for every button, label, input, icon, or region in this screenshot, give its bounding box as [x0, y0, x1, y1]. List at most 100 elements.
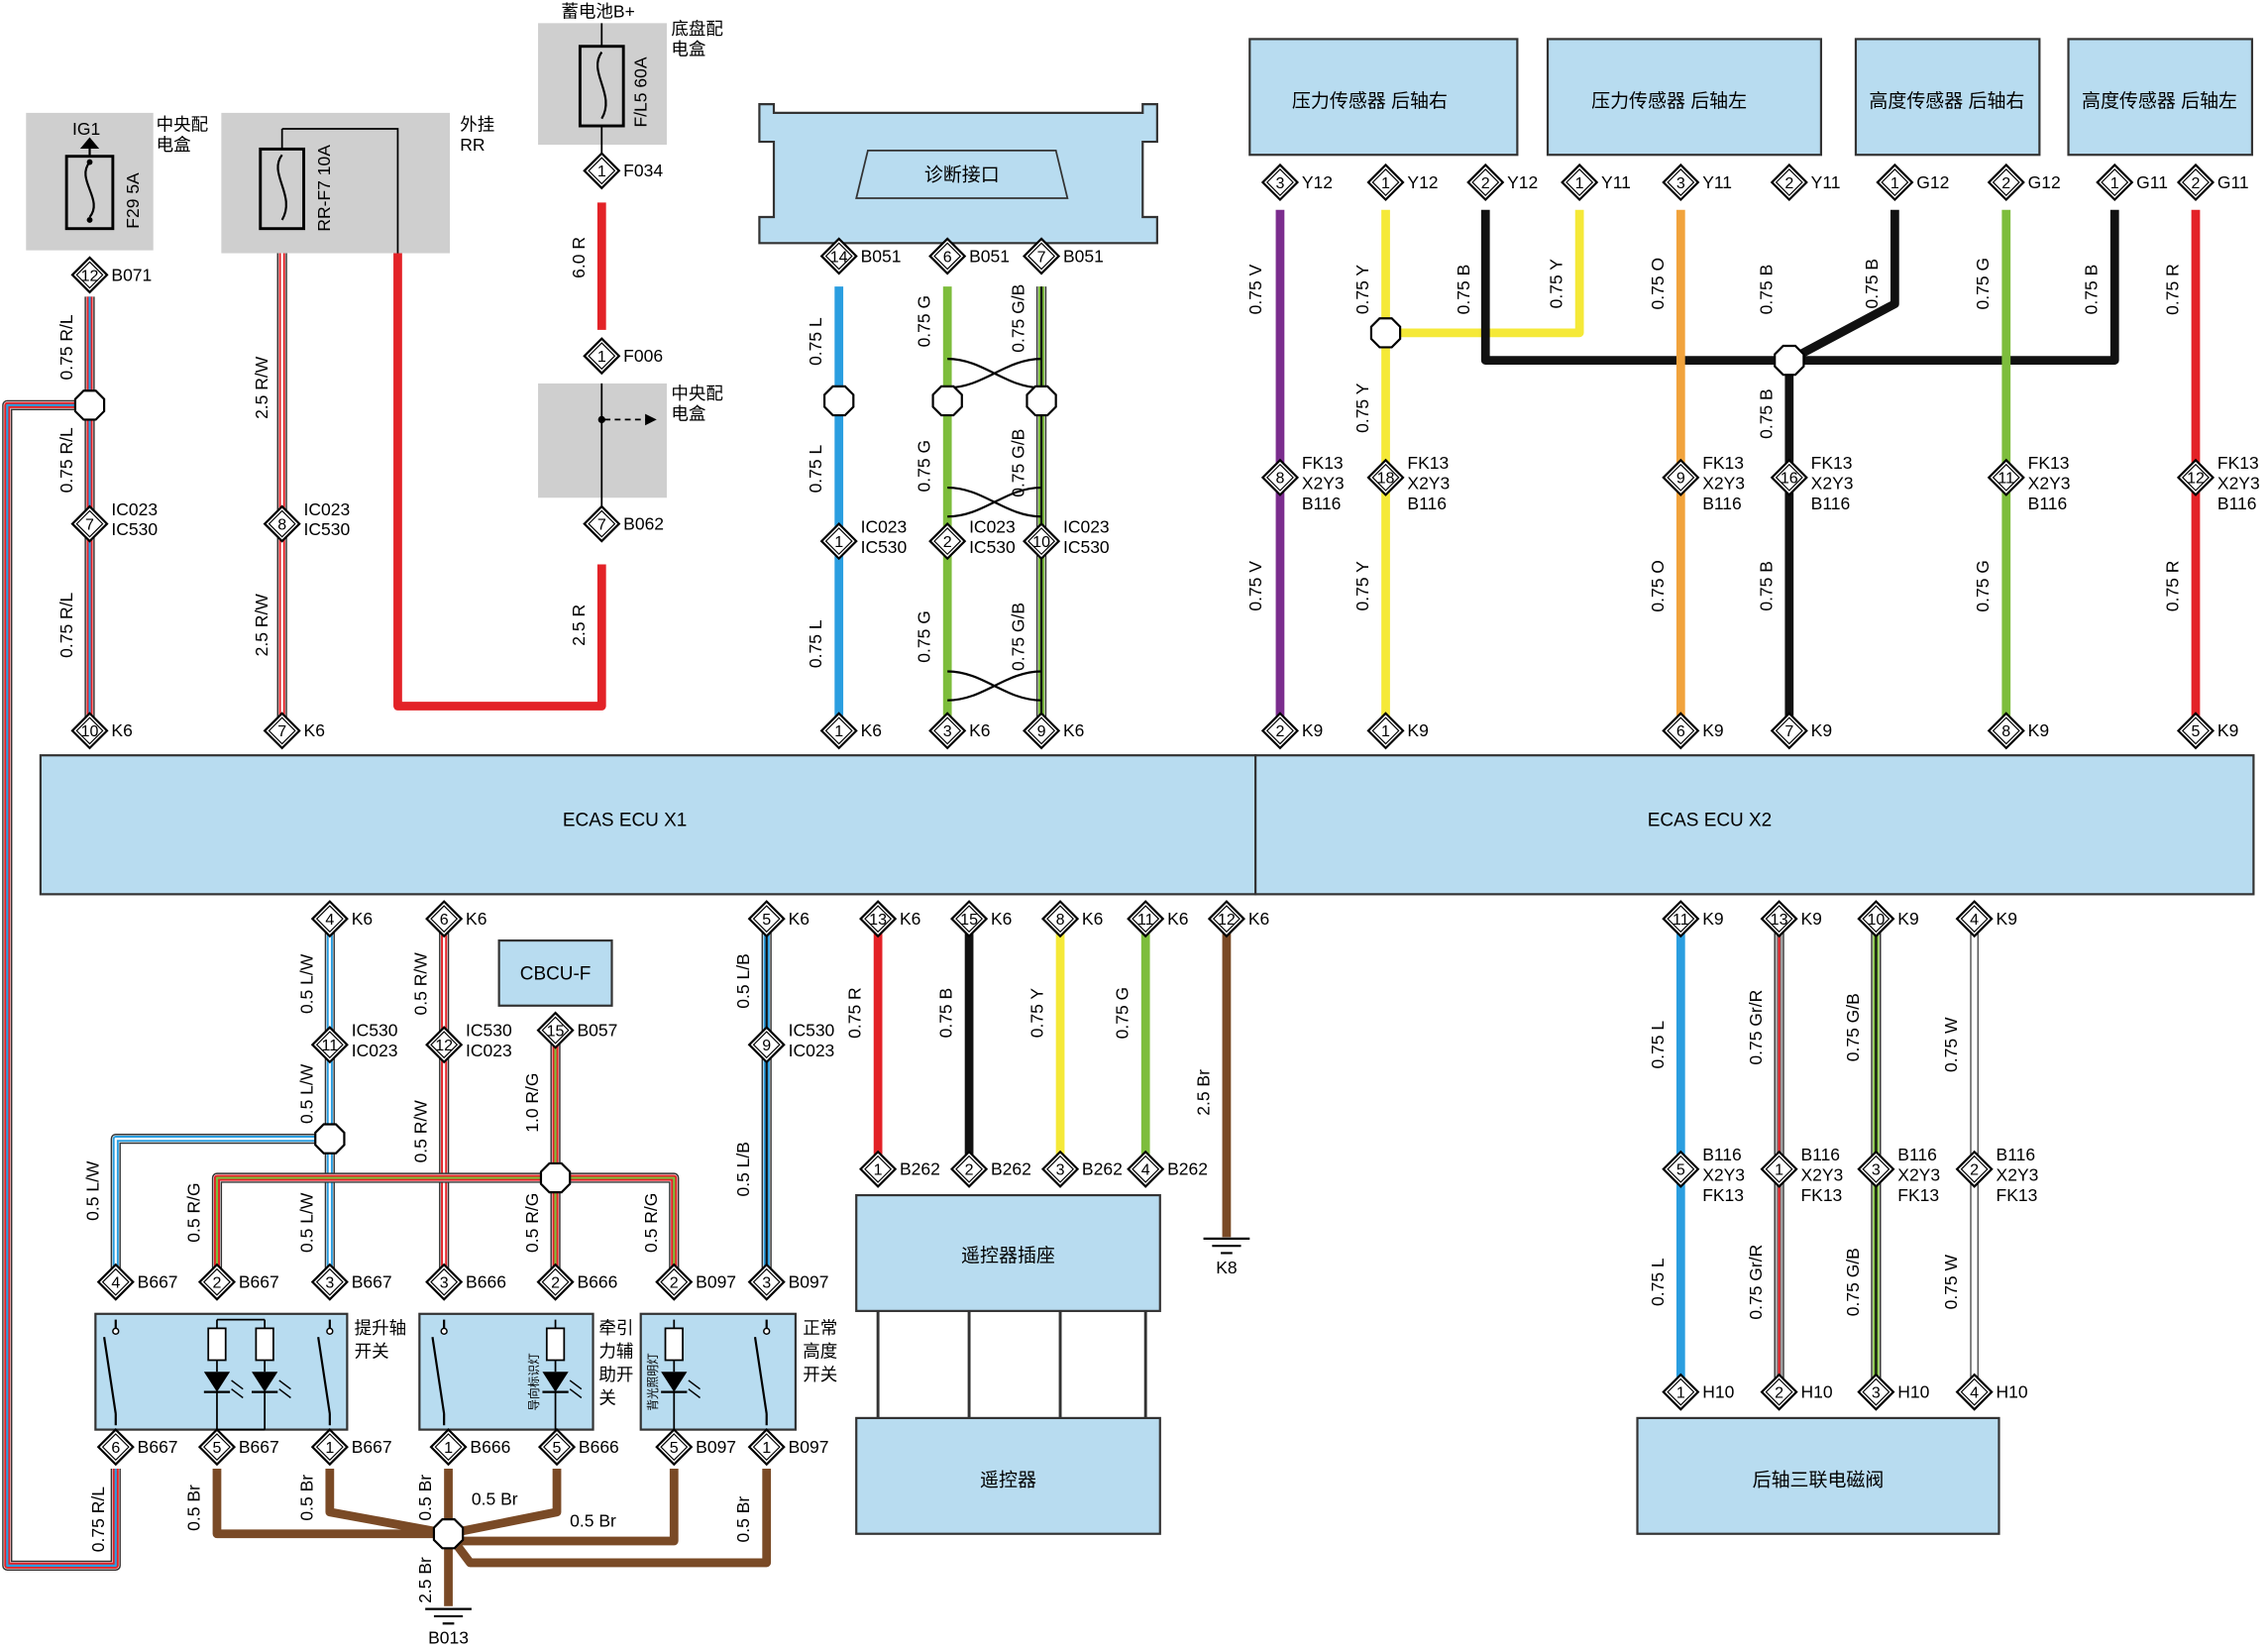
wire-label: 0.75 G/B	[1009, 603, 1028, 671]
pin-connector-label: K6	[466, 909, 486, 929]
pin-diamond-inner	[660, 1433, 689, 1462]
pin-diamond-inner	[268, 716, 296, 745]
pin-diamond-inner	[315, 905, 344, 934]
pin-number: 2	[943, 533, 952, 551]
pin-diamond	[1366, 458, 1405, 496]
pin-diamond-inner	[430, 1267, 459, 1296]
pin-number: 2	[1275, 722, 1284, 740]
pin-connector-label: X2Y3	[1702, 1164, 1745, 1184]
pin-diamond	[928, 522, 967, 561]
pin-diamond	[1366, 712, 1405, 750]
pin-number: 3	[440, 1274, 449, 1292]
pin-number: 4	[325, 911, 334, 929]
pin-connector-label: IC023	[789, 1041, 835, 1060]
wire-label: 2.5 R/W	[252, 594, 271, 657]
pin-connector-label: B062	[623, 513, 664, 533]
pin-number: 1	[1775, 1161, 1783, 1179]
pin-connector-label: B116	[1702, 1145, 1742, 1164]
height-right-box	[1854, 38, 2041, 157]
pin-connector-label: B116	[1302, 494, 1342, 513]
wire-label: 0.5 R/G	[641, 1193, 661, 1253]
pin-diamond-inner	[955, 905, 984, 934]
wire-label: 0.75 L	[1648, 1258, 1668, 1306]
pin-connector-label: B116	[1811, 494, 1851, 513]
pin-diamond-inner	[1862, 905, 1890, 934]
switch-contact	[440, 1327, 448, 1335]
wire-label: 0.75 O	[1648, 258, 1668, 310]
remote-box	[855, 1416, 1161, 1535]
pin-connector-label: IC023	[969, 516, 1016, 536]
wire-label: 0.75 W	[1941, 1017, 1961, 1072]
splice-icon	[1369, 317, 1402, 349]
wire-label: 0.75 G/B	[1009, 429, 1028, 497]
pin-number: 11	[1137, 911, 1154, 929]
wire-label: 0.75 O	[1648, 560, 1668, 612]
wire-w16b-stripe	[114, 1138, 330, 1285]
pin-diamond-inner	[543, 1433, 571, 1462]
ecu-x2-label: ECAS ECU X2	[1648, 811, 1772, 831]
pin-diamond	[1955, 1150, 1994, 1188]
pin-diamond	[950, 900, 989, 938]
press-right-box	[1248, 38, 1519, 157]
pin-diamond-inner	[1881, 168, 1909, 196]
splice-icon	[314, 1123, 346, 1155]
pin-diamond	[70, 256, 109, 294]
pin-connector-label: H10	[1702, 1381, 1734, 1401]
pin-diamond	[1857, 1373, 1895, 1411]
pin-diamond	[1876, 163, 1914, 202]
pin-diamond	[1260, 163, 1300, 202]
pin-connector-label: K6	[1063, 720, 1084, 740]
pin-connector-label: K6	[111, 720, 132, 740]
ground-icon	[425, 1607, 472, 1625]
wire-label: 0.75 B	[1454, 265, 1473, 315]
pin-number: 15	[960, 911, 978, 929]
pin-diamond	[310, 1428, 349, 1467]
central-box-2-label: 中央配电盒	[671, 384, 722, 423]
pin-diamond-inner	[1132, 905, 1160, 934]
twisted-pair-mark	[947, 670, 1042, 702]
pin-diamond-inner	[1862, 1155, 1890, 1183]
pin-connector-label: X2Y3	[1702, 474, 1745, 494]
splice-icon	[432, 1518, 465, 1550]
pin-connector-label: B116	[2028, 494, 2068, 513]
central-box-1-label: 中央配电盒	[157, 114, 208, 154]
pin-diamond-inner	[1046, 905, 1075, 934]
pin-diamond	[1040, 900, 1080, 938]
pin-connector-label: X2Y3	[1302, 474, 1345, 494]
pin-diamond	[263, 712, 301, 750]
pin-connector-label: FK13	[1302, 453, 1344, 473]
pin-connector-label: K6	[1248, 909, 1269, 929]
wire-label: 0.5 R/W	[411, 952, 431, 1016]
pin-connector-label: K9	[1811, 720, 1832, 740]
pin-connector-label: K6	[861, 720, 882, 740]
pin-diamond-inner	[933, 716, 962, 745]
pin-connector-label: X2Y3	[2028, 474, 2071, 494]
pin-diamond	[1561, 163, 1599, 202]
pin-connector-label: H10	[1897, 1381, 1929, 1401]
pin-diamond	[2176, 712, 2215, 750]
pin-diamond-inner	[101, 1433, 130, 1462]
pin-connector-label: X2Y3	[2217, 474, 2260, 494]
normal-led-icon	[661, 1372, 688, 1392]
pin-connector-label: B667	[239, 1437, 279, 1457]
pin-diamond-inner	[1765, 1377, 1793, 1406]
wire-label: 0.75 B	[1756, 265, 1776, 315]
twisted-pair-mark	[947, 358, 1042, 389]
pin-diamond-inner	[1027, 242, 1056, 271]
pin-diamond-inner	[2182, 463, 2210, 492]
wire-label: 0.75 G	[915, 295, 934, 348]
pin-diamond-inner	[1765, 905, 1793, 934]
wire-label: 0.75 G	[1973, 560, 1993, 612]
pin-diamond	[655, 1263, 694, 1301]
pin-diamond-inner	[824, 527, 853, 556]
pin-diamond	[747, 1428, 786, 1467]
pin-number: 1	[1381, 174, 1390, 192]
pin-diamond	[2176, 163, 2215, 202]
pin-diamond-inner	[1667, 463, 1695, 492]
wire-w32	[447, 1469, 562, 1539]
arrow-right-icon	[645, 413, 657, 426]
wire-label: 0.75 Y	[1027, 988, 1047, 1039]
pin-diamond	[2096, 163, 2134, 202]
